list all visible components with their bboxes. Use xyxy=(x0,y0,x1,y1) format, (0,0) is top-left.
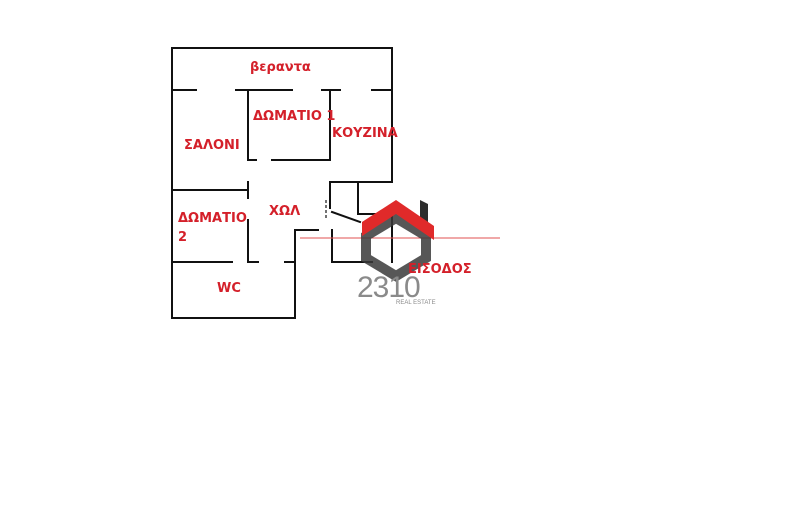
logo-number: 2310 xyxy=(357,271,420,304)
room-label-entrance: ΕΙΣΟΔΟΣ xyxy=(408,262,472,277)
outer-wall xyxy=(171,47,393,183)
logo-hexagon-icon xyxy=(361,212,431,282)
room-label-living-room: ΣΑΛΟΝΙ xyxy=(184,138,240,153)
room-label-wc: WC xyxy=(217,281,241,296)
left-wall xyxy=(171,47,296,319)
logo-subtitle: REAL ESTATE xyxy=(396,300,436,306)
logo-roof-icon xyxy=(362,200,434,240)
room-label-bedroom2: ΔΩΜΑΤΙΟ xyxy=(178,211,247,226)
room-label-kitchen: ΚΟΥΖΙΝΑ xyxy=(332,126,398,141)
company-logo: 2310 REAL ESTATE xyxy=(357,200,436,306)
room-label-hall: ΧΩΛ xyxy=(269,204,300,219)
partition-wall xyxy=(330,210,362,224)
room-label-bedroom1: ΔΩΜΑΤΙΟ 1 xyxy=(253,109,335,124)
room-label-bedroom2-number: 2 xyxy=(178,230,187,245)
room-label-veranda: βεραντα xyxy=(250,60,311,75)
